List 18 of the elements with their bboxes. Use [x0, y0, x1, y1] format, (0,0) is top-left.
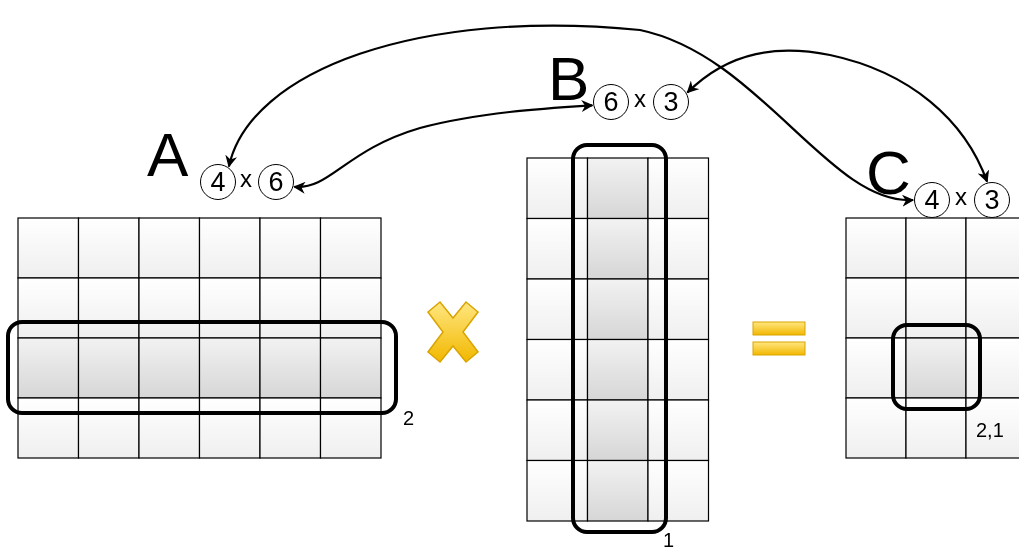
- dimension-circle: 4: [914, 182, 950, 218]
- double-arrow: [226, 24, 915, 205]
- dimension-circle: 3: [974, 182, 1010, 218]
- times-sign: x: [240, 167, 252, 191]
- dimension-circle: 3: [653, 84, 689, 120]
- matrix-name: C: [866, 142, 911, 204]
- column-index: 1: [663, 530, 675, 550]
- double-arrow: [293, 100, 594, 193]
- row-index: 2: [403, 408, 415, 428]
- dimension-circle: 4: [200, 164, 236, 200]
- double-arrow: [686, 49, 989, 183]
- dimension-circle: 6: [593, 84, 629, 120]
- matrix-name: B: [548, 48, 590, 110]
- matrix-name: A: [147, 124, 189, 186]
- dimension-circle: 6: [258, 164, 294, 200]
- times-sign: x: [955, 185, 967, 209]
- cell-index: 2,1: [976, 420, 1004, 440]
- times-sign: x: [634, 87, 646, 111]
